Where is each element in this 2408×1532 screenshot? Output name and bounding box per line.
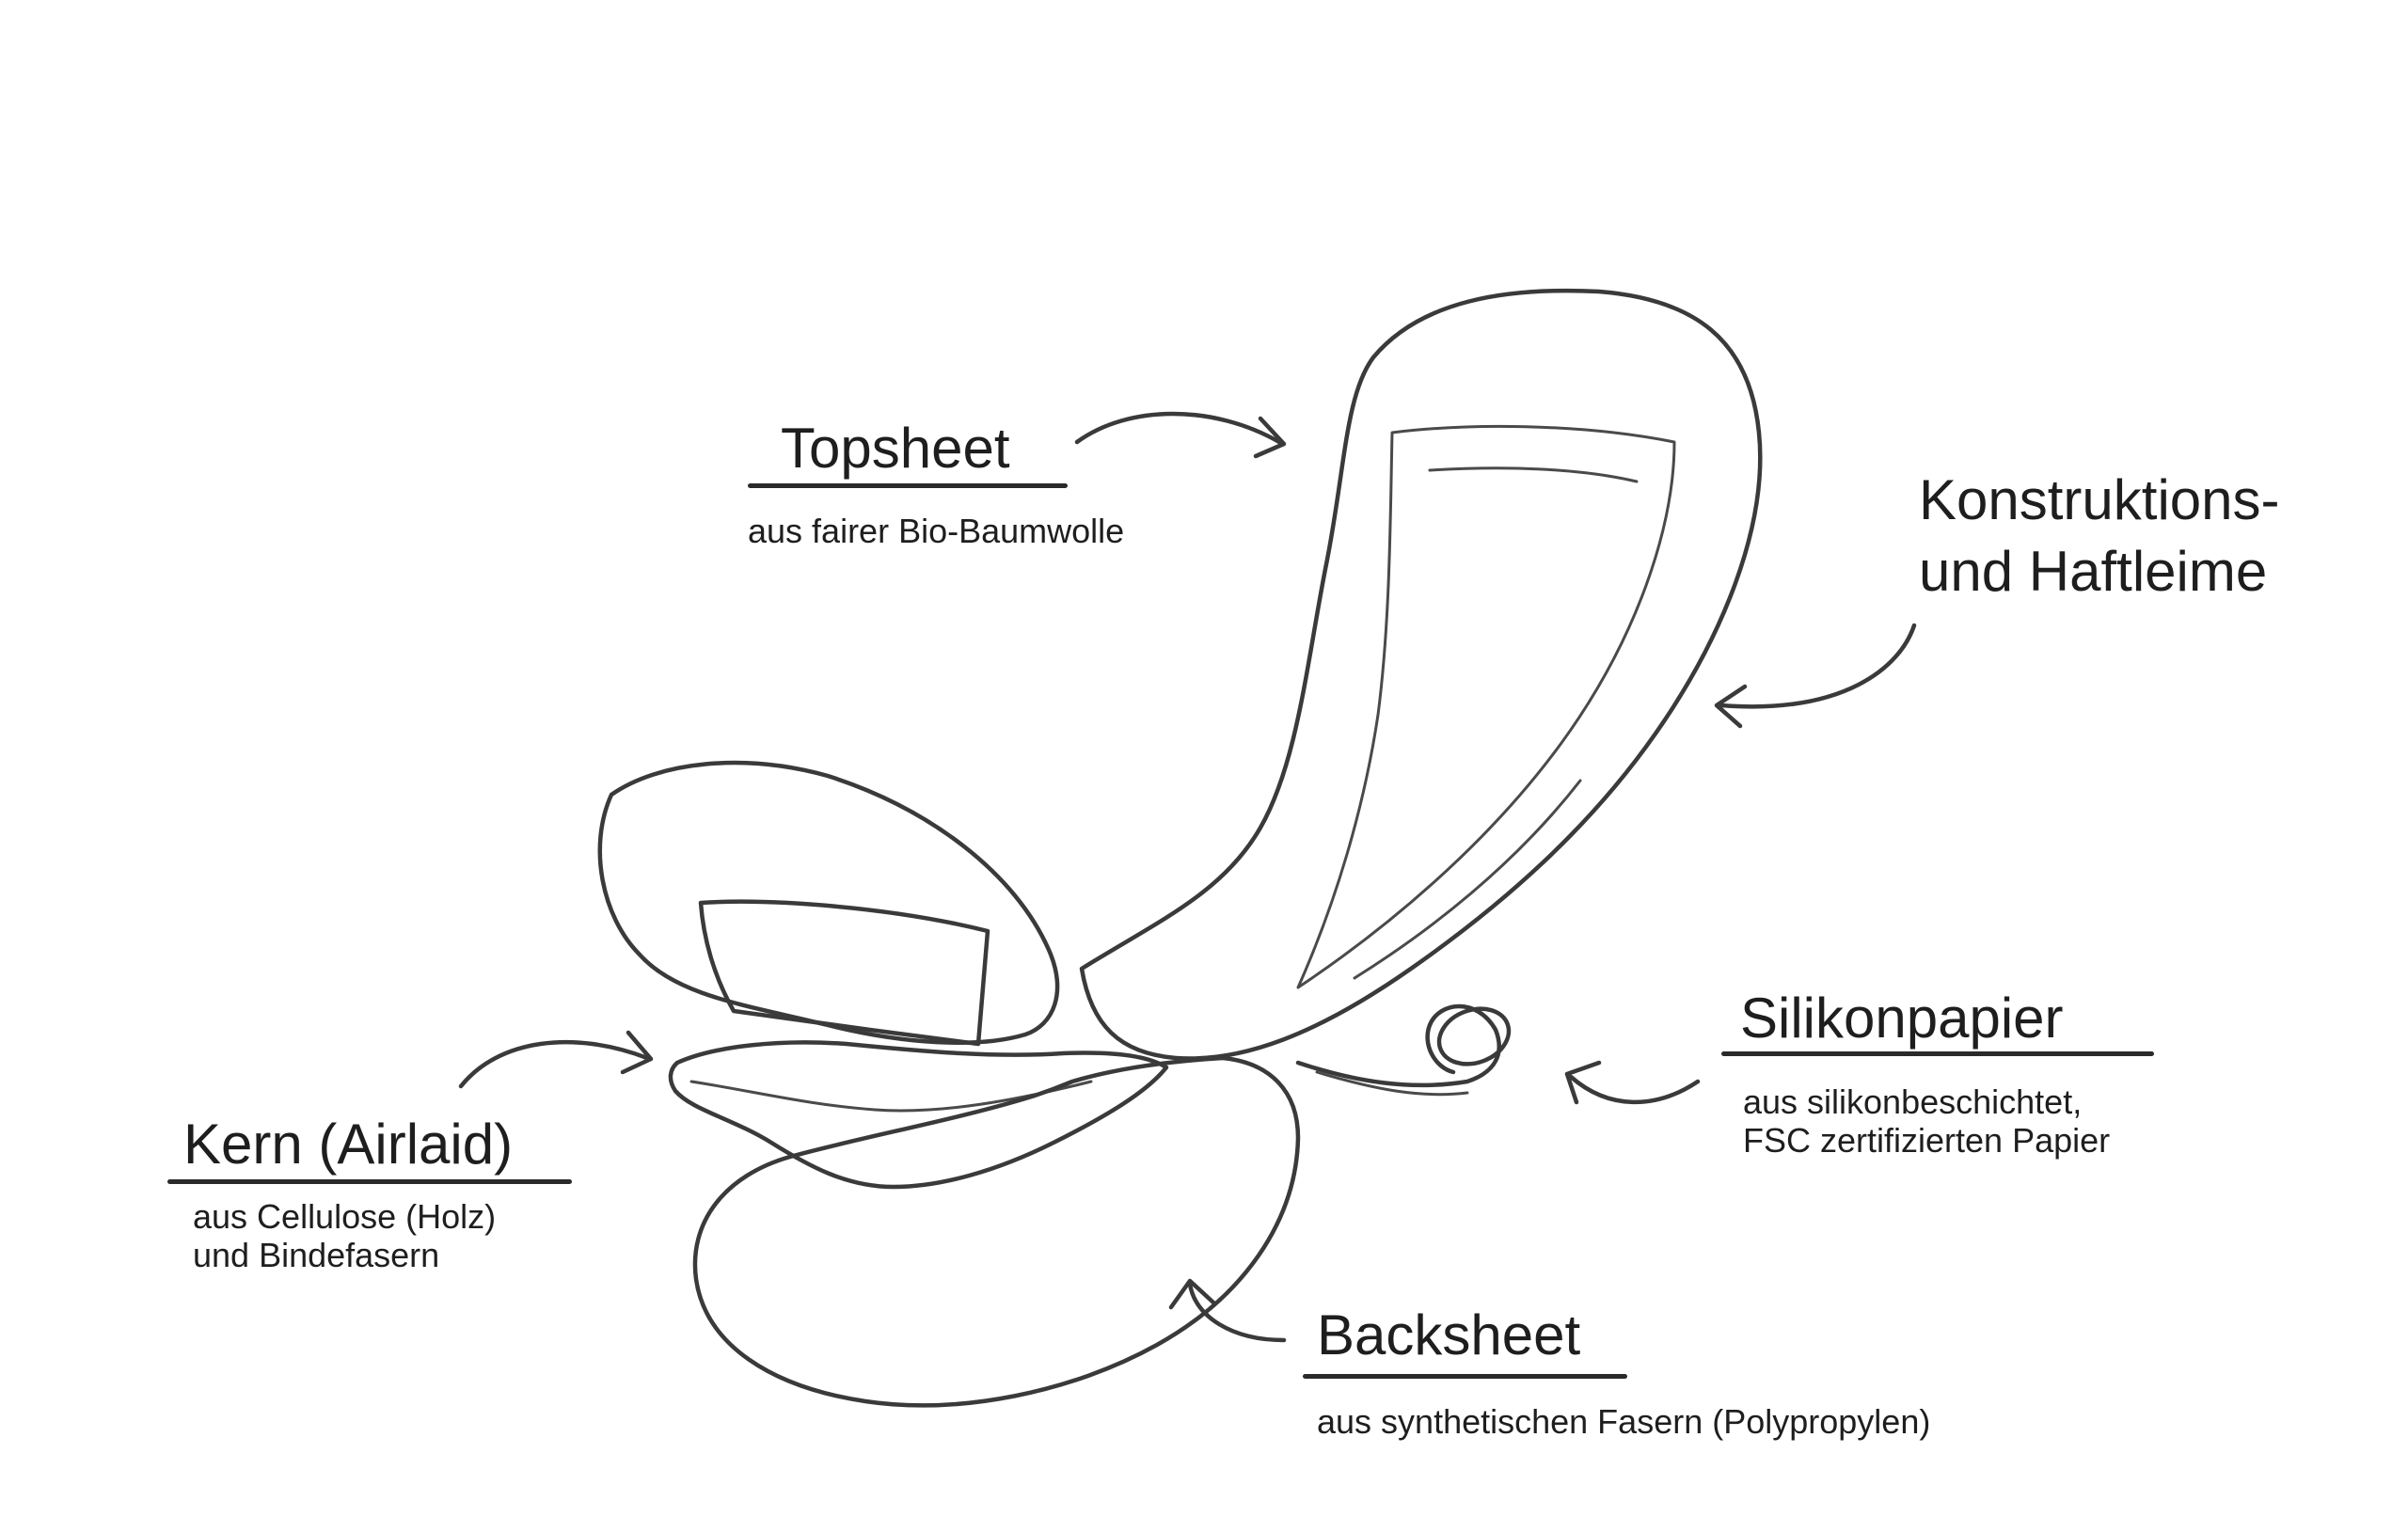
- arrow-core: [458, 1030, 654, 1089]
- arrow-silicone: [1564, 1060, 1701, 1105]
- glue-title-line2: und Haftleime: [1919, 540, 2268, 603]
- core-underline: [167, 1179, 572, 1184]
- topsheet-body: [1079, 288, 1763, 1061]
- core-title: Kern (Airlaid): [183, 1113, 514, 1176]
- glue-title-line1: Konstruktions-: [1919, 468, 2280, 531]
- topsheet-underline: [748, 483, 1068, 488]
- backsheet-underline: [1303, 1374, 1627, 1379]
- topsheet-subtitle: aus fairer Bio-Baumwolle: [748, 512, 1125, 550]
- arrow-glue: [1714, 623, 1917, 729]
- core-subtitle-line2: und Bindefasern: [193, 1236, 440, 1274]
- silicone-paper-roll: [1295, 1003, 1512, 1097]
- silicone-subtitle-line1: aus silikonbeschichtet,: [1743, 1082, 2083, 1121]
- backsheet-title: Backsheet: [1317, 1303, 1581, 1366]
- arrow-backsheet: [1168, 1278, 1287, 1343]
- backsheet-body: [692, 1055, 1301, 1408]
- arrow-topsheet: [1074, 411, 1287, 459]
- back-wing: [597, 760, 1060, 1047]
- core-airlaid: [668, 1040, 1169, 1190]
- core-subtitle-line1: aus Cellulose (Holz): [193, 1197, 497, 1236]
- silicone-underline: [1721, 1051, 2154, 1056]
- topsheet-title: Topsheet: [781, 417, 1010, 480]
- backsheet-subtitle: aus synthetischen Fasern (Polypropylen): [1317, 1402, 1931, 1441]
- silicone-subtitle-line2: FSC zertifizierten Papier: [1743, 1121, 2111, 1160]
- silicone-title: Silikonpapier: [1740, 987, 2064, 1050]
